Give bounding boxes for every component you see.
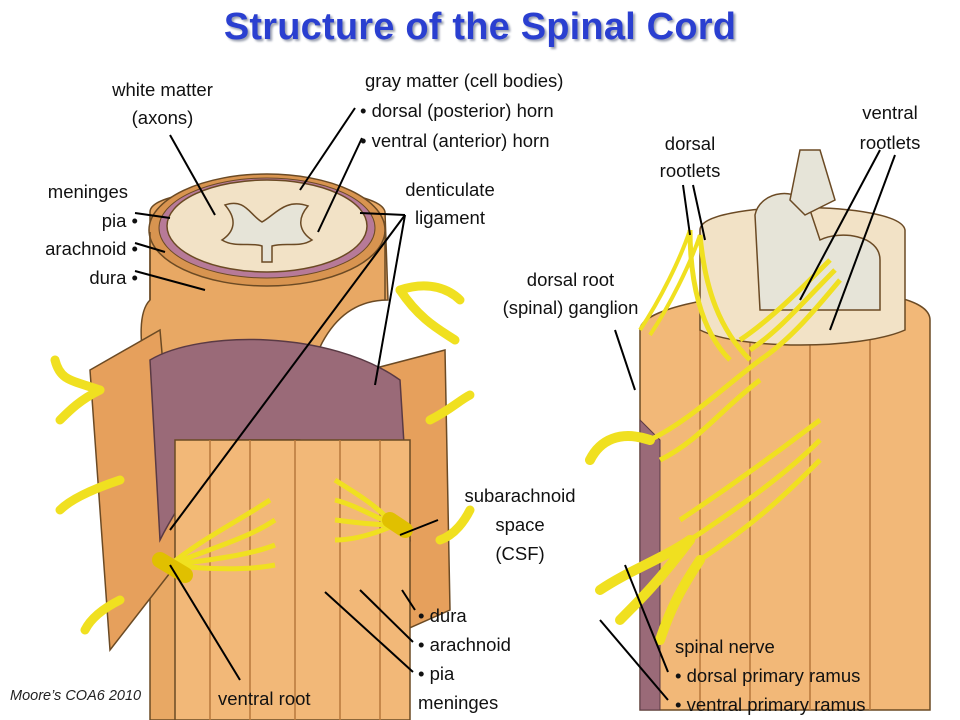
left-spinal-cord-figure (50, 173, 475, 720)
leader-dura (134, 270, 206, 291)
page-title: Structure of the Spinal Cord (223, 6, 737, 48)
leader-denticulate-1 (359, 212, 406, 216)
label-spinal-nerve: spinal nerve • dorsal primary ramus • ve… (675, 636, 866, 715)
leader-dorsal-horn (299, 107, 356, 191)
leader-arachnoid-bottom (359, 589, 414, 643)
label-white-matter: white matter(axons) (112, 79, 213, 128)
label-ventral-root: ventral root (218, 688, 311, 709)
leader-ventral-ramus (599, 619, 669, 701)
leader-dorsal-ramus (624, 564, 669, 673)
leader-dorsal-rootlets-2 (692, 184, 706, 241)
leader-ventral-root (169, 564, 241, 681)
leader-ventral-rootlets-1 (799, 149, 881, 301)
leader-lines (134, 107, 896, 701)
leader-white-matter (169, 134, 216, 216)
leader-pia (134, 212, 171, 219)
label-subarachnoid-space: subarachnoid space (CSF) (464, 485, 576, 564)
leader-dorsal-rootlets-1 (682, 184, 691, 236)
right-spinal-cord-figure (585, 149, 931, 711)
source-credit: Moore’s COA6 2010 (10, 688, 142, 704)
label-meninges-left: meninges pia • arachnoid • dura • (45, 181, 138, 288)
label-dorsal-root-ganglion: dorsal root(spinal) ganglion (502, 269, 639, 318)
leader-ganglion (614, 329, 636, 391)
label-gray-matter: gray matter (cell bodies) • dorsal (post… (360, 70, 564, 151)
leader-ventral-horn (317, 137, 363, 233)
leader-subarachnoid (399, 519, 439, 536)
leader-denticulate-2 (374, 214, 406, 386)
leader-arachnoid (134, 242, 166, 253)
leader-dura-bottom (401, 589, 416, 611)
leader-pia-bottom (324, 591, 414, 673)
label-meninges-bottom: • dura • arachnoid • pia meninges (418, 605, 511, 713)
leader-denticulate-3 (169, 214, 406, 531)
leader-ventral-rootlets-2 (829, 154, 896, 331)
